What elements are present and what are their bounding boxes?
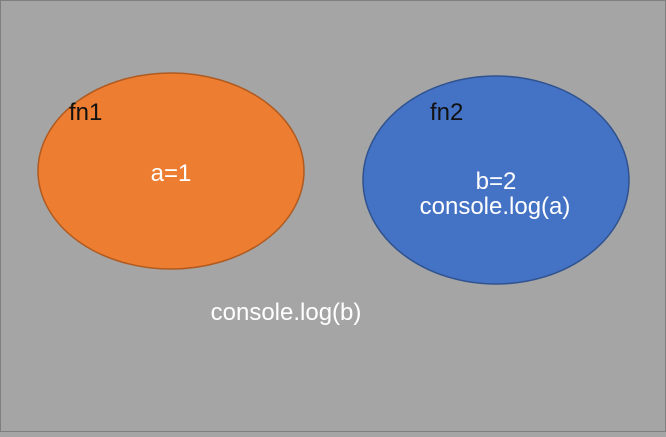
fn2-statement-1: b=2: [476, 168, 517, 195]
fn1-scope: fn1 a=1: [37, 72, 305, 270]
fn2-statement-2: console.log(a): [420, 193, 571, 220]
global-statement: console.log(b): [211, 299, 362, 326]
fn1-ellipse: [37, 72, 305, 270]
fn2-scope: fn2 b=2 console.log(a): [362, 75, 630, 285]
fn2-ellipse: [362, 75, 630, 285]
fn2-label: fn2: [430, 99, 463, 126]
fn1-statement-1: a=1: [151, 160, 192, 187]
fn1-label: fn1: [69, 99, 102, 126]
